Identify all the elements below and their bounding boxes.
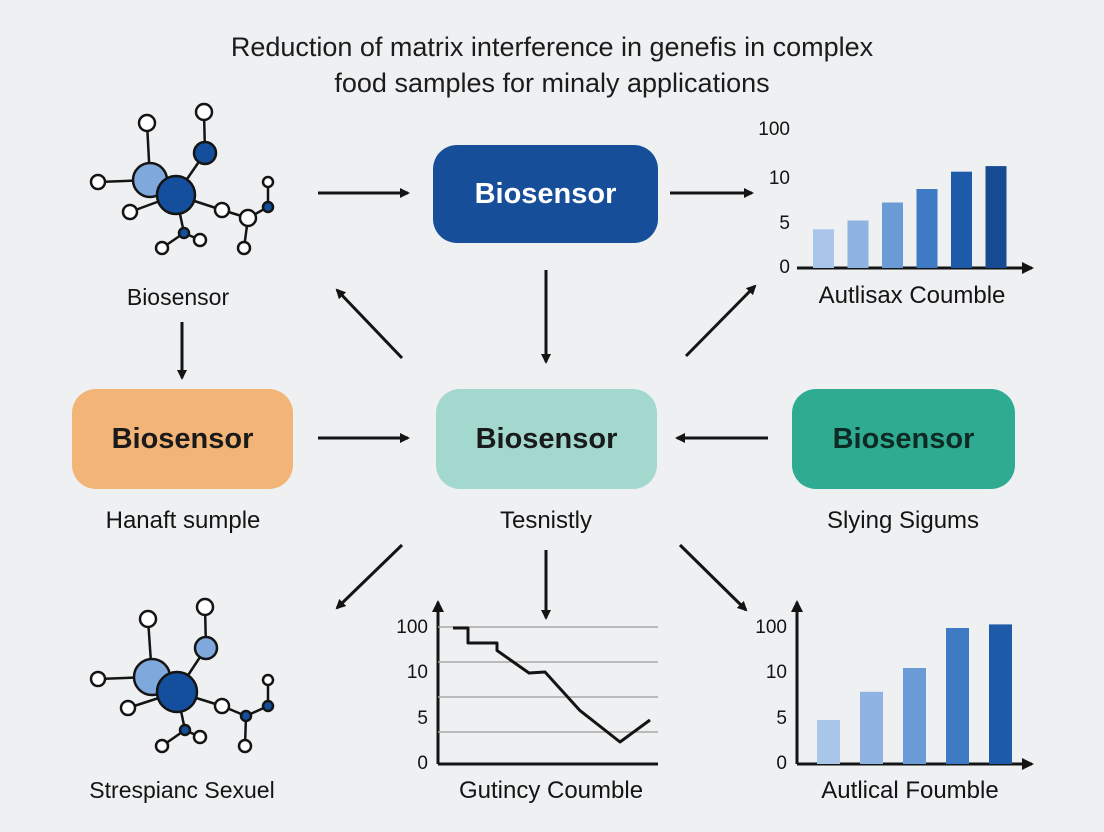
biosensor-box-center[interactable]: Biosensor xyxy=(436,389,657,489)
label-center-box: Tesnistly xyxy=(499,507,593,534)
chart-3-ytick: 10 xyxy=(765,662,787,683)
chart-3-ytick: 100 xyxy=(755,617,787,638)
label-molecule-bottom: Strespianc Sexuel xyxy=(89,777,275,803)
chart-1-ytick: 5 xyxy=(779,213,790,234)
chart-2-ytick: 0 xyxy=(417,753,428,774)
chart-2-ytick: 5 xyxy=(417,708,428,729)
chart-bar xyxy=(916,189,938,268)
arrow-center-to-top-left xyxy=(335,288,404,360)
chart-bar xyxy=(882,202,903,268)
chart-bar xyxy=(989,624,1012,764)
chart-bar xyxy=(817,720,840,764)
chart-2-series-line xyxy=(453,626,651,744)
biosensor-box-right[interactable]: Biosensor xyxy=(792,389,1015,489)
molecule-icon xyxy=(89,102,275,256)
chart-bar xyxy=(946,628,969,764)
chart-bar xyxy=(985,166,1007,268)
arrow-center-to-bottom-right xyxy=(678,543,748,612)
label-molecule-top: Biosensor xyxy=(126,284,230,310)
label-right-box: Slying Sigums xyxy=(826,507,980,534)
page-title-line2: food samples for minaly applications xyxy=(334,68,770,98)
biosensor-box-left[interactable]: Biosensor xyxy=(72,389,293,489)
chart-3-ytick: 0 xyxy=(776,753,787,774)
chart-2-axes xyxy=(432,600,658,766)
page-title-line1: Reduction of matrix interference in gene… xyxy=(230,32,874,62)
molecule-icon xyxy=(89,597,275,754)
chart-bar xyxy=(813,229,834,268)
arrow-center-to-bottom-left xyxy=(335,543,404,610)
chart-1-ytick: 0 xyxy=(779,257,790,278)
biosensor-box-top[interactable]: Biosensor xyxy=(433,145,658,243)
chart-2-ytick: 10 xyxy=(406,662,428,683)
chart-1-bars xyxy=(813,166,1007,268)
arrow-center-to-top-right xyxy=(684,284,757,358)
chart-bar xyxy=(860,691,883,764)
chart-bar xyxy=(903,668,926,764)
chart-2-ytick: 100 xyxy=(396,617,428,638)
chart-1-xlabel: Autlisax Coumble xyxy=(818,282,1006,309)
chart-3-ytick: 5 xyxy=(776,708,787,729)
chart-1-ytick: 100 xyxy=(758,119,790,140)
chart-bar xyxy=(951,171,972,268)
chart-bar xyxy=(847,220,869,268)
chart-1-ytick: 10 xyxy=(768,168,790,189)
chart-3-bars xyxy=(817,624,1012,764)
chart-3-xlabel: Autlical Foumble xyxy=(821,777,999,804)
chart-2-xlabel: Gutincy Coumble xyxy=(458,777,644,804)
label-left-box: Hanaft sumple xyxy=(105,507,261,534)
